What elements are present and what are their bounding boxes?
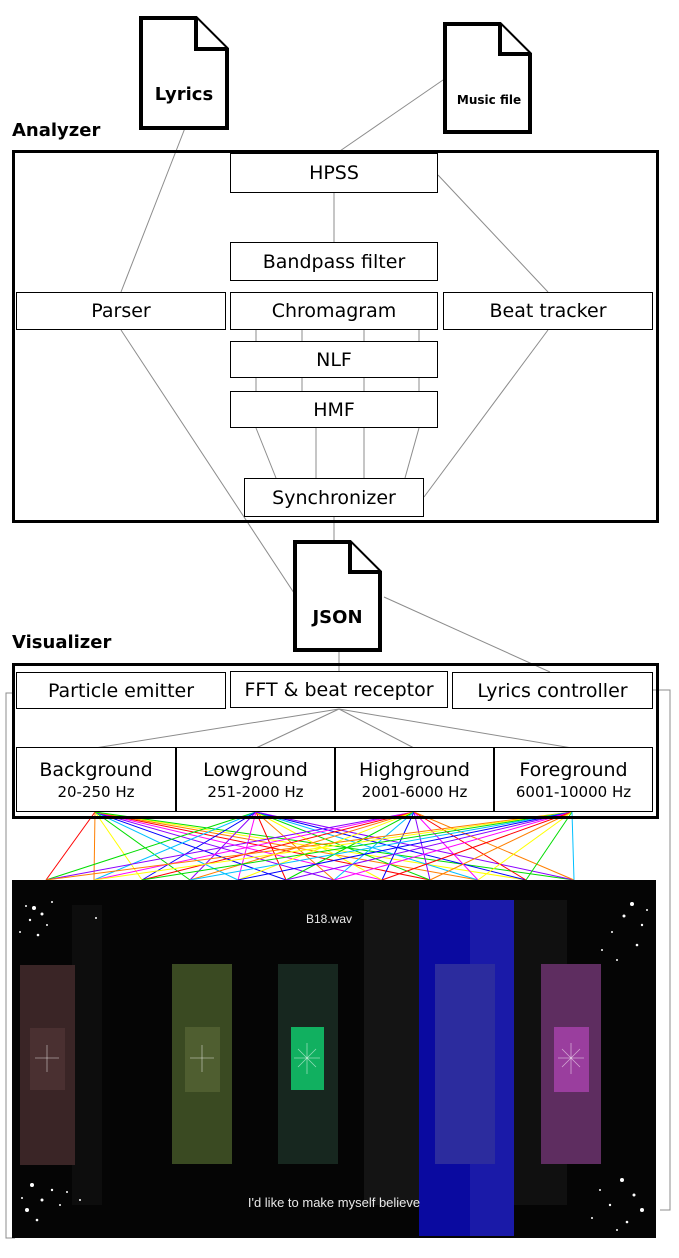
- band-connector-line: [333, 811, 573, 881]
- band-connector-line: [93, 811, 415, 881]
- band-connector-line: [237, 811, 415, 881]
- line-lyrics-parser: [120, 127, 186, 293]
- band-name: Lowground: [203, 758, 308, 781]
- parser-node: Parser: [16, 292, 226, 330]
- band-connector-line: [525, 811, 573, 881]
- bandpass-filter-node: Bandpass filter: [230, 242, 438, 281]
- band-connector-line: [255, 811, 575, 881]
- band-connector-line: [45, 811, 415, 881]
- band-connector-line: [413, 811, 431, 881]
- line-parser-json: [120, 329, 297, 597]
- band-connector-line: [93, 811, 257, 881]
- band-name: Background: [39, 758, 153, 781]
- band-connector-line: [141, 811, 257, 881]
- band-foreground: Foreground 6001-10000 Hz: [494, 747, 653, 812]
- band-connector-line: [285, 811, 573, 881]
- hmf-node: HMF: [230, 391, 438, 428]
- band-connector-line: [189, 811, 257, 881]
- band-connector-line: [381, 811, 415, 881]
- beat-tracker-node: Beat tracker: [443, 292, 653, 330]
- band-connector-line: [333, 811, 415, 881]
- band-range: 20-250 Hz: [57, 782, 135, 801]
- filename-label: B18.wav: [306, 912, 353, 926]
- band-connector-line: [413, 811, 479, 881]
- visualization-graphics: [12, 880, 656, 1238]
- band-range: 2001-6000 Hz: [361, 782, 468, 801]
- band-connector-line: [255, 811, 431, 881]
- nlf-node: NLF: [230, 341, 438, 378]
- band-connector-line: [255, 811, 287, 881]
- synchronizer-node: Synchronizer: [244, 478, 424, 517]
- band-connector-line: [93, 811, 573, 881]
- fft-beat-receptor-node: FFT & beat receptor: [230, 671, 448, 708]
- band-lowground: Lowground 251-2000 Hz: [176, 747, 335, 812]
- band-connector-line: [413, 811, 527, 881]
- band-highground: Highground 2001-6000 Hz: [335, 747, 494, 812]
- json-document-icon: [293, 540, 382, 652]
- band-connector-line: [237, 811, 257, 881]
- band-connector-line: [255, 811, 383, 881]
- band-connector-lines: [45, 811, 575, 881]
- band-connector-line: [141, 811, 415, 881]
- band-connector-line: [93, 811, 96, 881]
- band-connector-line: [237, 811, 573, 881]
- band-connector-line: [429, 811, 573, 881]
- band-connector-line: [189, 811, 415, 881]
- band-background: Background 20-250 Hz: [16, 747, 176, 812]
- connector-lines: [5, 79, 671, 1239]
- hpss-node: HPSS: [230, 153, 438, 193]
- line-beat-sync: [423, 329, 549, 498]
- band-connector-line: [477, 811, 573, 881]
- band-connector-line: [381, 811, 573, 881]
- lyric-line: I'd like to make myself believe: [247, 1195, 421, 1210]
- bracket-right: [652, 689, 671, 1211]
- band-connector-line: [189, 811, 573, 881]
- particle-emitter-node: Particle emitter: [16, 672, 226, 709]
- line-json-lyrics: [383, 596, 551, 673]
- line-music-hpss: [336, 79, 444, 154]
- band-connector-line: [285, 811, 415, 881]
- analyzer-frame: [12, 150, 659, 523]
- band-range: 6001-10000 Hz: [515, 782, 632, 801]
- music-file-document-icon: [443, 22, 532, 134]
- band-connector-line: [255, 811, 527, 881]
- band-connector-line: [45, 811, 573, 881]
- band-connector-line: [141, 811, 573, 881]
- visualizer-frame: [12, 663, 659, 819]
- band-connector-line: [45, 811, 96, 881]
- music-file-doc-label: Music file: [456, 93, 522, 107]
- lyrics-doc-label: Lyrics: [154, 84, 214, 105]
- lyrics-document-icon: [139, 16, 229, 130]
- analyzer-title: Analyzer: [12, 120, 101, 141]
- band-connector-line: [45, 811, 257, 881]
- band-connector-line: [255, 811, 335, 881]
- band-connector-line: [255, 811, 479, 881]
- band-name: Highground: [359, 758, 470, 781]
- lyrics-controller-node: Lyrics controller: [452, 672, 653, 709]
- bracket-left: [5, 692, 15, 1239]
- json-doc-label: JSON: [312, 607, 363, 628]
- visualizer-title: Visualizer: [12, 632, 112, 653]
- visualization-screenshot: B18.wav I'd like to make myself believe: [12, 880, 656, 1238]
- band-name: Foreground: [519, 758, 628, 781]
- chromagram-node: Chromagram: [230, 292, 438, 330]
- band-connector-line: [571, 811, 575, 881]
- line-hpss-beat: [437, 174, 549, 293]
- band-range: 251-2000 Hz: [207, 782, 304, 801]
- band-connector-line: [413, 811, 575, 881]
